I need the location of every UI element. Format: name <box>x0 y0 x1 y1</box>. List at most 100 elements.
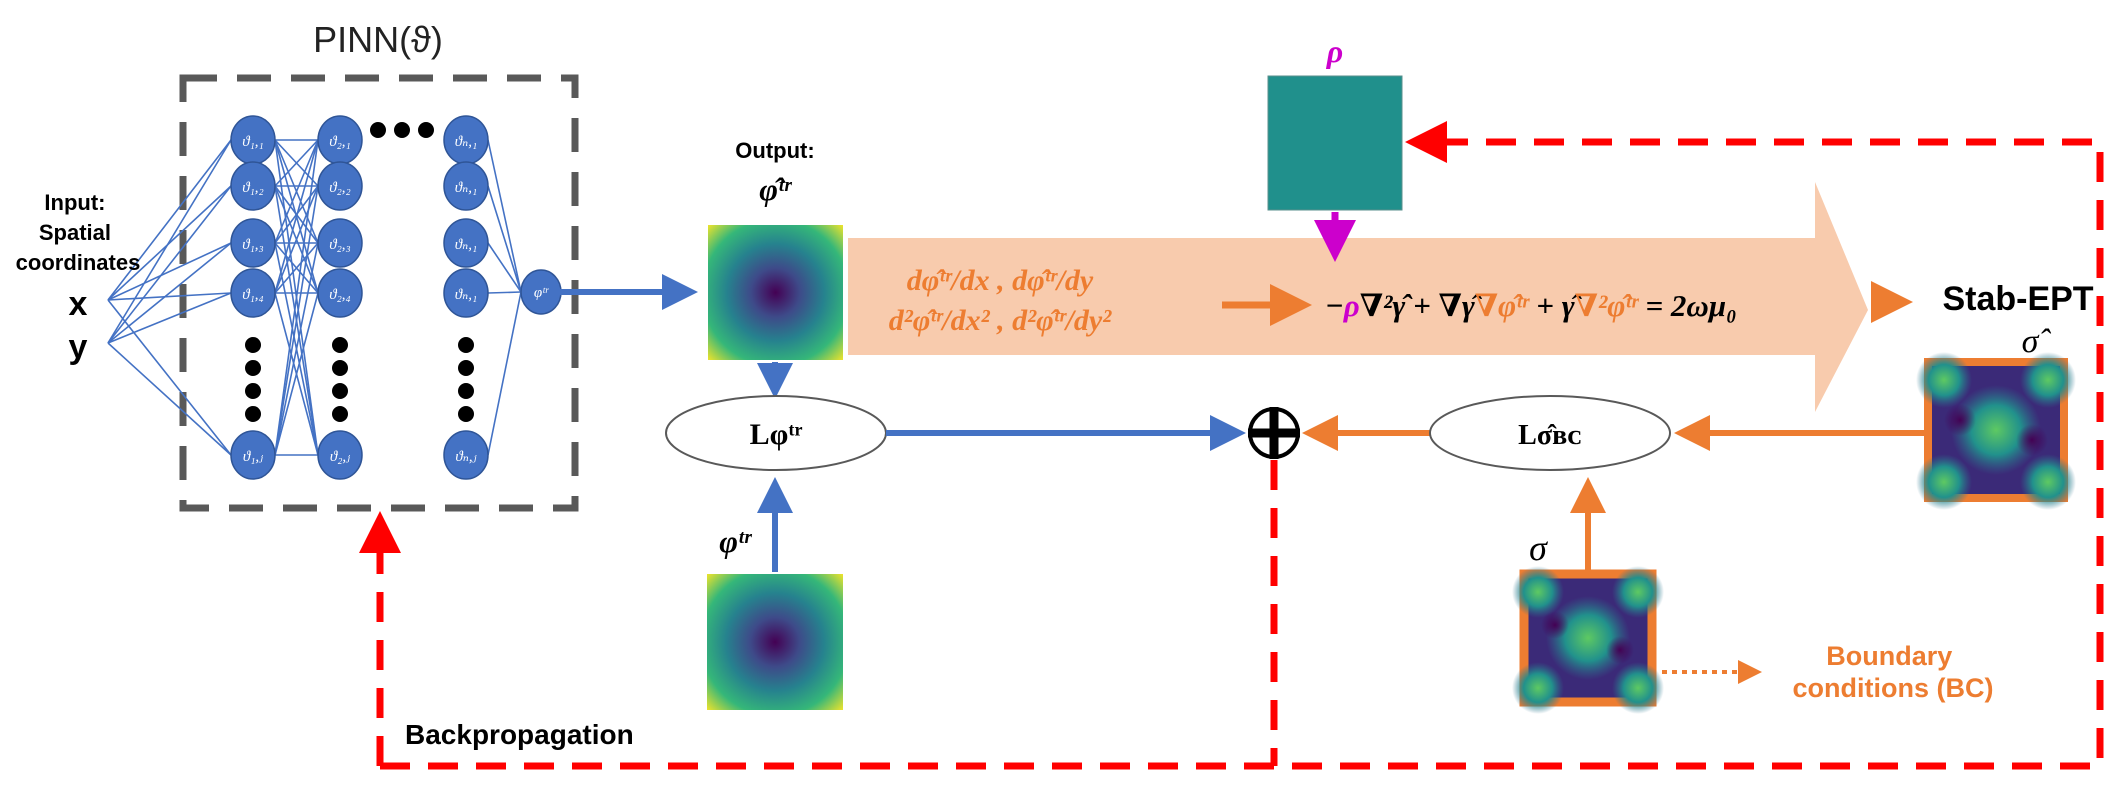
connection-input-0-col1-0 <box>107 139 232 301</box>
eq-part-2: ∇²γ̂ + ∇γ̂ <box>1360 288 1483 323</box>
neuron-node: ϑₙ,₁ <box>443 115 489 165</box>
column2-vertical-dots <box>332 337 348 422</box>
network-nodes: ϑ₁,₁ ϑ₁,₂ ϑ₁,₃ ϑ₁,₄ ϑ₁,ⱼ ϑ₂,₁ ϑ₂,₂ ϑ₂,₃ ϑ₂,₄ ϑ₂,ⱼ… <box>230 115 562 480</box>
sigma-loss-label: Lσ̂ʙᴄ <box>1518 420 1582 451</box>
neuron-label: ϑₙ,₁ <box>455 180 477 196</box>
connection-col3-4-output <box>487 291 522 456</box>
output-neuron: φᵗʳ <box>520 269 562 315</box>
connection-input-1-col1-0 <box>107 139 232 344</box>
neuron-label: ϑ₁,₄ <box>242 287 264 303</box>
connection-col3-0-output <box>487 139 522 293</box>
neuron-node: ϑ₁,₁ <box>230 115 276 165</box>
measured-sigma-symbol: σ <box>1529 528 1548 568</box>
neuron-label: ϑ₁,₁ <box>242 134 264 150</box>
eq-part-3: ∇φ̂ᵗʳ <box>1475 288 1530 323</box>
neuron-label: ϑ₂,₂ <box>329 180 351 196</box>
neuron-node: ϑ₁,ⱼ <box>230 430 276 480</box>
neuron-circle <box>317 430 363 480</box>
input-label: Input: Spatial coordinates <box>16 190 141 275</box>
connection-col1-4-col2-2 <box>274 242 319 456</box>
neuron-circle <box>317 218 363 268</box>
connection-col1-3-col2-0 <box>274 139 319 294</box>
neuron-label: ϑ₂,₃ <box>329 237 351 253</box>
connection-col1-4-col2-3 <box>274 292 319 456</box>
connection-col1-1-col2-0 <box>274 139 319 187</box>
input-x: x <box>69 285 88 323</box>
physics-band-arrow <box>848 182 1868 412</box>
connection-col1-3-col2-2 <box>274 242 319 294</box>
column1-vertical-dots <box>245 337 261 422</box>
neuron-label: ϑ₂,₁ <box>329 134 351 150</box>
neuron-circle <box>230 161 276 211</box>
connection-col1-3-col2-1 <box>274 185 319 294</box>
connection-col3-3-output <box>487 291 522 294</box>
neuron-node: ϑ₁,₄ <box>230 268 276 318</box>
neuron-label: ϑₙ,₁ <box>455 287 477 303</box>
neuron-node: ϑ₂,ⱼ <box>317 430 363 480</box>
connection-input-0-col1-3 <box>107 292 232 301</box>
phi-hat-map <box>708 225 843 360</box>
neuron-node: ϑₙ,₁ <box>443 218 489 268</box>
neuron-node: ϑ₁,₃ <box>230 218 276 268</box>
neuron-label: ϑ₁,₃ <box>242 237 264 253</box>
connection-col1-2-col2-0 <box>274 139 319 244</box>
connection-input-1-col1-1 <box>107 185 232 344</box>
output-symbol: φ̂ᵗʳ <box>759 171 793 207</box>
eq-part-6: = 2ωμ₀ <box>1638 288 1737 323</box>
neuron-circle <box>230 430 276 480</box>
neuron-circle <box>230 268 276 318</box>
neuron-node: ϑ₂,₄ <box>317 268 363 318</box>
neuron-node: ϑ₁,₂ <box>230 161 276 211</box>
neuron-label: ϑ₁,ⱼ <box>243 449 263 465</box>
input-y: y <box>69 328 88 366</box>
connection-col1-4-col2-1 <box>274 185 319 456</box>
sigma-hat-map <box>1916 352 2076 510</box>
sigma-loss-node <box>1429 395 1671 471</box>
connection-col3-2-output <box>487 242 522 293</box>
neuron-node: ϑ₂,₂ <box>317 161 363 211</box>
measured-sigma-map <box>1512 566 1664 714</box>
eq-part-4: + γ̂ <box>1529 288 1583 323</box>
measured-phi-symbol: φᵗʳ <box>719 523 753 559</box>
column3-vertical-dots <box>458 337 474 422</box>
backpropagation-label: Backpropagation <box>405 719 634 750</box>
neuron-label: ϑ₂,₄ <box>329 287 351 303</box>
neuron-label: ϑ₁,₂ <box>242 180 264 196</box>
pde-equation: −ρ∇²γ̂ + ∇γ̂∇φ̂ᵗʳ + γ̂∇²φ̂ᵗʳ = 2ωμ₀ <box>1325 288 1737 323</box>
derivatives-line-2: d²φ̂ᵗʳ/dx² , d²φ̂ᵗʳ/dy² <box>889 304 1112 337</box>
network-connections <box>107 139 522 456</box>
neuron-node: ϑ₂,₁ <box>317 115 363 165</box>
neuron-circle <box>230 218 276 268</box>
connection-input-0-col1-4 <box>107 299 232 456</box>
neuron-node: ϑₙ,ⱼ <box>443 430 489 480</box>
neuron-node: ϑₙ,₁ <box>443 161 489 211</box>
neuron-circle <box>443 430 489 480</box>
connection-input-1-col1-3 <box>107 292 232 344</box>
neuron-label: ϑₙ,ⱼ <box>455 449 476 465</box>
network-title: PINN(ϑ) <box>313 19 443 60</box>
neuron-circle <box>443 268 489 318</box>
hidden-layers-ellipsis <box>370 122 434 138</box>
neuron-circle <box>317 268 363 318</box>
stab-ept-label: Stab-EPT <box>1942 280 2093 318</box>
neuron-node: ϑₙ,₁ <box>443 268 489 318</box>
connection-col3-1-output <box>487 185 522 293</box>
neuron-circle <box>317 161 363 211</box>
derivatives-line-1: dφ̂ᵗʳ/dx , dφ̂ᵗʳ/dy <box>907 264 1094 297</box>
neuron-circle <box>443 161 489 211</box>
eq-part-5: ∇²φ̂ᵗʳ <box>1575 288 1640 323</box>
neuron-circle <box>443 218 489 268</box>
bc-label: Boundary conditions (BC) <box>1793 641 1994 703</box>
rho-label: ρ <box>1326 33 1343 69</box>
measured-phi-map <box>707 574 843 710</box>
neuron-node: ϑ₂,₃ <box>317 218 363 268</box>
neuron-label: ϑₙ,₁ <box>455 134 477 150</box>
connection-input-1-col1-2 <box>107 242 232 344</box>
neuron-label: ϑₙ,₁ <box>455 237 477 253</box>
connection-col1-4-col2-0 <box>274 139 319 456</box>
sum-node <box>1248 407 1300 459</box>
output-label: Output: <box>735 138 814 163</box>
output-neuron-label: φᵗʳ <box>534 285 550 301</box>
eq-part-0: − <box>1325 288 1344 323</box>
